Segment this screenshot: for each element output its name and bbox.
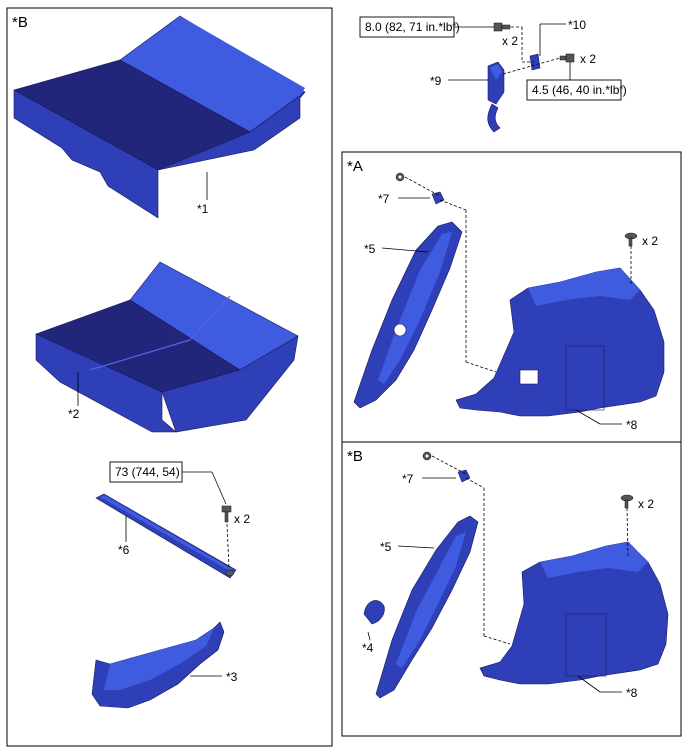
callout-p6: *6 xyxy=(118,543,130,557)
callout-p4: *4 xyxy=(362,641,374,655)
leader-dash-k xyxy=(465,477,485,489)
callout-p10: *10 xyxy=(568,18,586,32)
clip-7a-icon xyxy=(431,191,445,205)
part-pillar-trim-b xyxy=(375,515,479,699)
leader-dash-j xyxy=(431,455,467,475)
qty-clip-b: x 2 xyxy=(638,497,654,511)
leader-dash-f xyxy=(439,199,467,211)
spec-bar-text: 73 (744, 54) xyxy=(115,465,180,479)
qty-bar: x 2 xyxy=(234,512,250,526)
part-deck-board-lower xyxy=(35,261,299,433)
leader-dash-h xyxy=(465,361,497,373)
bolt-bar-icon xyxy=(221,505,232,523)
clip-b-icon xyxy=(620,494,634,509)
part-clip-10 xyxy=(529,53,541,71)
bolt-top-icon xyxy=(493,22,511,32)
leader-p4 xyxy=(367,631,371,641)
clip-7b-icon xyxy=(457,469,471,483)
part-deck-board-upper xyxy=(13,15,306,219)
part-quarter-trim-b xyxy=(479,541,669,685)
callout-p7a: *7 xyxy=(378,192,390,206)
callout-p8a: *8 xyxy=(626,418,638,432)
spec-top-text: 8.0 (82, 71 in.*lbf) xyxy=(365,20,460,34)
spec-side-text: 4.5 (46, 40 in.*lbf) xyxy=(532,83,627,97)
panel-frame-left xyxy=(6,7,333,747)
callout-p8b: *8 xyxy=(626,686,638,700)
callout-p5b: *5 xyxy=(380,540,392,554)
panel-label-bottom: *B xyxy=(347,448,363,465)
part-small-trim-4 xyxy=(363,600,385,625)
part-quarter-trim-a xyxy=(455,267,665,417)
panel-label-middle: *A xyxy=(347,158,363,175)
qty-side: x 2 xyxy=(580,52,596,66)
panel-label-left: *B xyxy=(12,14,28,31)
callout-p5a: *5 xyxy=(364,242,376,256)
qty-top: x 2 xyxy=(502,34,518,48)
leader-p8b-1 xyxy=(577,675,601,693)
spec-box-bar xyxy=(109,461,183,483)
leader-spec-bar-2 xyxy=(211,471,227,505)
leader-dash-n xyxy=(626,507,629,557)
part-pillar-trim-a xyxy=(353,221,463,409)
clip-a-icon xyxy=(624,232,638,247)
part-hinge-bracket xyxy=(487,61,505,133)
spec-box-side xyxy=(526,79,622,101)
callout-p1: *1 xyxy=(197,202,209,216)
callout-p9: *9 xyxy=(430,74,442,88)
leader-p5b xyxy=(397,545,435,549)
callout-p3: *3 xyxy=(226,670,238,684)
screw-7a-icon xyxy=(395,172,405,182)
callout-p2: *2 xyxy=(68,407,80,421)
leader-p5a xyxy=(381,247,429,253)
callout-p7b: *7 xyxy=(402,472,414,486)
leader-dash-e xyxy=(404,176,441,197)
part-bar xyxy=(95,493,237,579)
screw-7b-icon xyxy=(422,451,432,461)
leader-dash-m xyxy=(483,635,511,645)
qty-clip-a: x 2 xyxy=(642,234,658,248)
spec-box-top xyxy=(359,16,455,38)
bolt-side-icon xyxy=(559,53,575,63)
part-side-trim xyxy=(91,621,225,709)
leader-bolt-bar xyxy=(226,523,230,569)
panel-frame-right xyxy=(341,151,682,737)
leader-p8a-1 xyxy=(575,409,601,425)
